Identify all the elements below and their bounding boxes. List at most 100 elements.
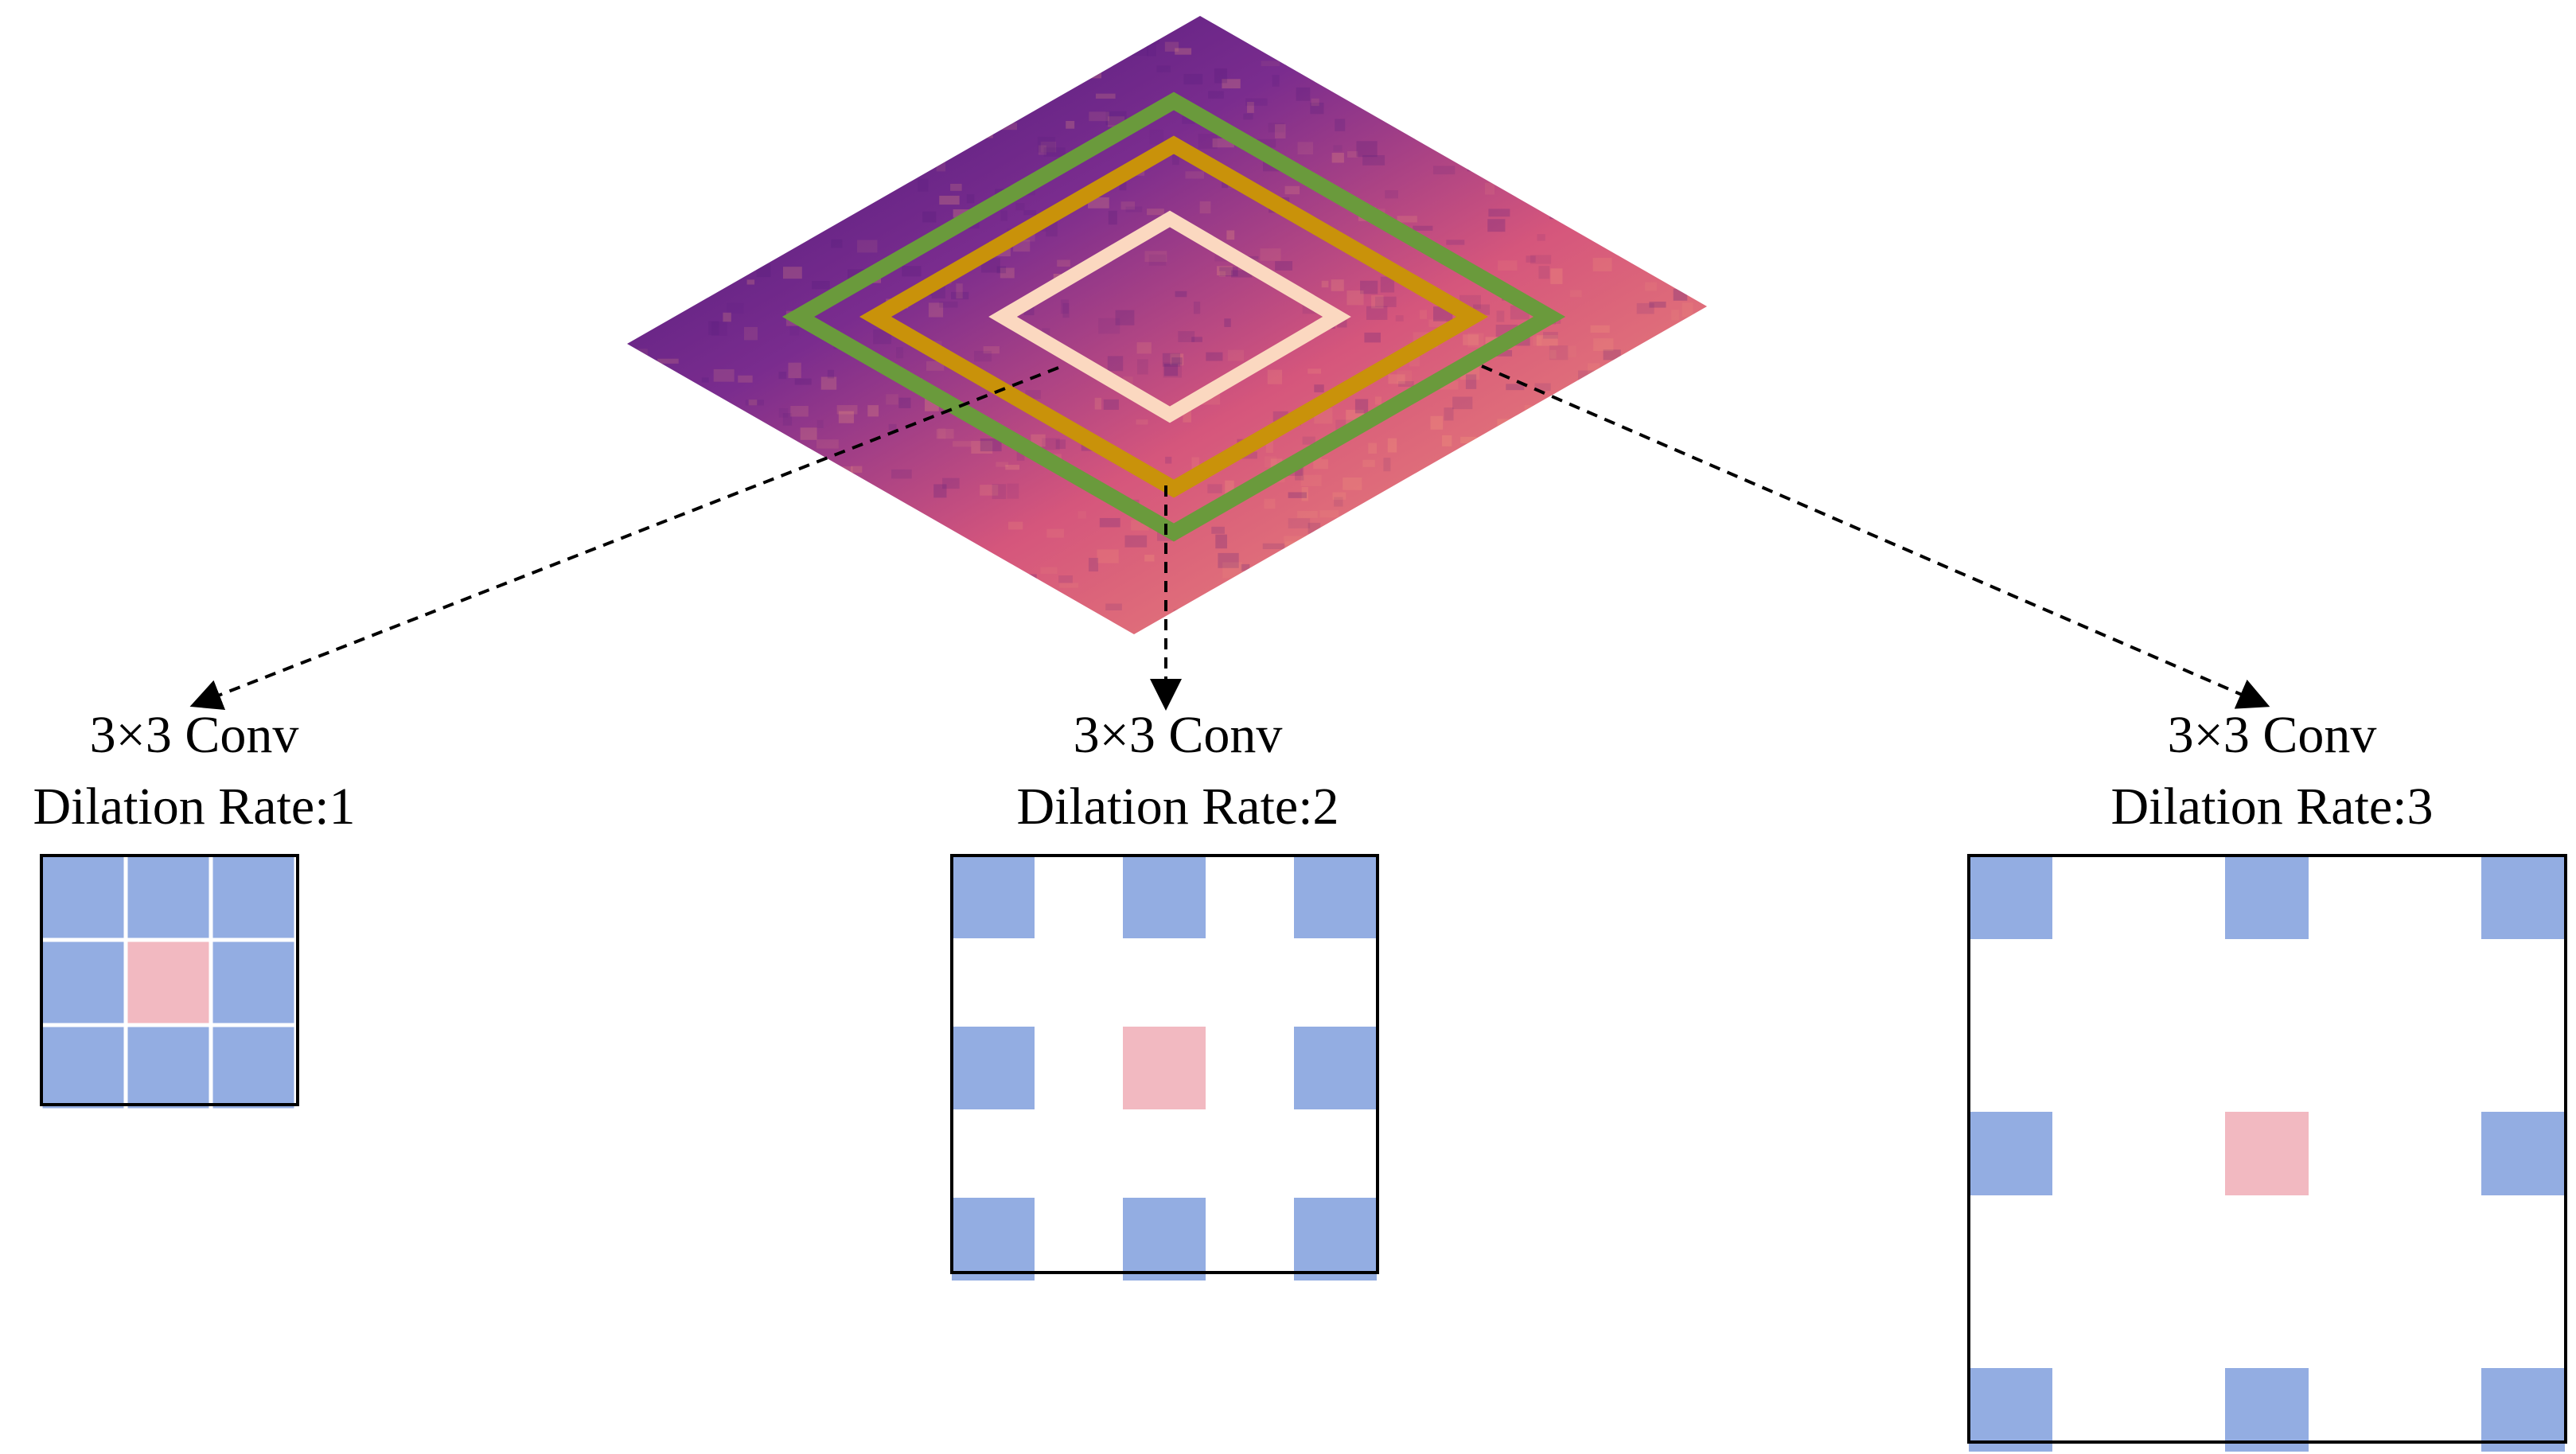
feature-map-noise: [641, 92, 657, 104]
feature-map-noise: [1631, 115, 1651, 127]
feature-map-noise: [1038, 145, 1046, 155]
feature-map-noise: [1098, 318, 1120, 334]
feature-map-noise: [1207, 484, 1222, 493]
feature-map-noise: [753, 139, 767, 147]
feature-map-noise: [1310, 560, 1331, 567]
feature-map-noise: [1626, 512, 1636, 520]
arrow-to-rate1: [189, 366, 1059, 710]
feature-map-noise: [743, 326, 758, 341]
feature-map-noise: [1510, 164, 1524, 177]
kernel-cell: [125, 854, 212, 941]
feature-map-noise: [1467, 53, 1487, 58]
feature-map-noise: [627, 321, 632, 334]
feature-map-noise: [627, 544, 636, 552]
feature-map-noise: [1078, 511, 1086, 519]
feature-map-noise: [1502, 524, 1515, 533]
feature-map-noise: [1288, 518, 1311, 528]
feature-map-noise: [1288, 492, 1307, 498]
feature-map-noise: [859, 618, 878, 628]
feature-map-noise: [1007, 521, 1023, 530]
feature-map-noise: [705, 267, 715, 274]
kernel-cell: [125, 1024, 212, 1111]
feature-map-noise: [1222, 79, 1241, 89]
feature-map-noise: [692, 52, 713, 66]
feature-map-noise: [727, 302, 744, 314]
feature-map-noise: [737, 245, 749, 257]
feature-map-noise: [793, 492, 808, 508]
feature-map-noise: [1463, 334, 1479, 345]
feature-map-noise: [768, 85, 781, 92]
feature-map-noise: [1437, 486, 1460, 501]
feature-map-noise: [1163, 362, 1182, 378]
feature-map-noise: [657, 358, 679, 364]
feature-map-noise: [627, 37, 645, 54]
feature-map-noise: [1005, 615, 1015, 631]
feature-map-noise: [979, 123, 993, 138]
arrow-to-rate3: [1481, 364, 2270, 709]
feature-map-noise: [748, 223, 757, 240]
feature-map-noise: [1088, 557, 1099, 572]
feature-map-noise: [1590, 470, 1597, 482]
feature-map-noise: [1343, 477, 1362, 490]
feature-map-noise: [1000, 210, 1007, 221]
feature-map-noise: [1040, 141, 1057, 153]
feature-map-noise: [953, 441, 972, 447]
feature-map-noise: [812, 281, 830, 290]
feature-map-noise: [840, 32, 850, 43]
feature-map-noise: [1650, 474, 1666, 487]
feature-map-noise: [1569, 593, 1581, 606]
feature-map-noise: [710, 594, 729, 603]
kernel-cell: [40, 854, 127, 941]
feature-map-noise: [1484, 182, 1495, 195]
kernel-cell: [1294, 1027, 1377, 1109]
feature-map-noise: [1007, 483, 1019, 499]
feature-map-noise: [650, 50, 668, 63]
kernel-subtitle: Dilation Rate:1: [33, 778, 355, 836]
feature-map-noise: [1559, 586, 1575, 602]
feature-map-noise: [851, 466, 863, 474]
feature-map-noise: [1639, 611, 1653, 617]
feature-map-noise: [1023, 81, 1042, 92]
feature-map-noise: [1465, 374, 1477, 389]
feature-map-noise: [1224, 318, 1231, 327]
feature-map-noise: [733, 466, 753, 477]
arrows: [189, 364, 2270, 711]
feature-map-noise: [1264, 498, 1276, 509]
feature-map-noise: [914, 612, 921, 624]
feature-map-noise: [1298, 48, 1314, 54]
feature-map-noise: [1037, 136, 1056, 153]
feature-map-noise: [1505, 18, 1526, 29]
feature-map-noise: [675, 554, 686, 563]
feature-map-noise: [657, 396, 668, 411]
feature-map-noise: [1491, 350, 1513, 357]
feature-map-noise: [661, 97, 669, 103]
feature-map-noise: [1334, 497, 1343, 507]
feature-map-noise: [1311, 98, 1319, 107]
feature-map-noise: [783, 152, 801, 168]
kernel-outline: [40, 854, 299, 1106]
feature-map-noise: [857, 580, 868, 589]
feature-map-noise: [997, 123, 1017, 131]
feature-map-noise: [939, 195, 960, 205]
feature-map-noise: [1510, 507, 1533, 520]
feature-map-noise: [1691, 138, 1702, 154]
kernel-grid: [40, 854, 297, 1111]
feature-map-noise: [1023, 210, 1037, 216]
feature-map-noise: [1165, 456, 1172, 464]
feature-map-noise: [1615, 549, 1634, 558]
feature-map-noise: [758, 32, 771, 47]
feature-map-noise: [738, 39, 748, 48]
feature-map-noise: [1362, 459, 1375, 467]
feature-map-noise: [1333, 145, 1343, 152]
feature-map-noise: [811, 219, 824, 228]
feature-map-noise: [1484, 554, 1493, 561]
feature-map-noise: [641, 363, 660, 372]
feature-map-noise: [1645, 282, 1657, 291]
feature-map-noise: [1191, 337, 1202, 342]
feature-map-noise: [1694, 232, 1701, 247]
feature-map-noise: [951, 291, 969, 300]
feature-map-noise: [1500, 59, 1511, 68]
feature-map-noise: [1341, 76, 1350, 84]
feature-map-noise: [1368, 442, 1378, 454]
feature-map-noise: [1314, 384, 1324, 392]
